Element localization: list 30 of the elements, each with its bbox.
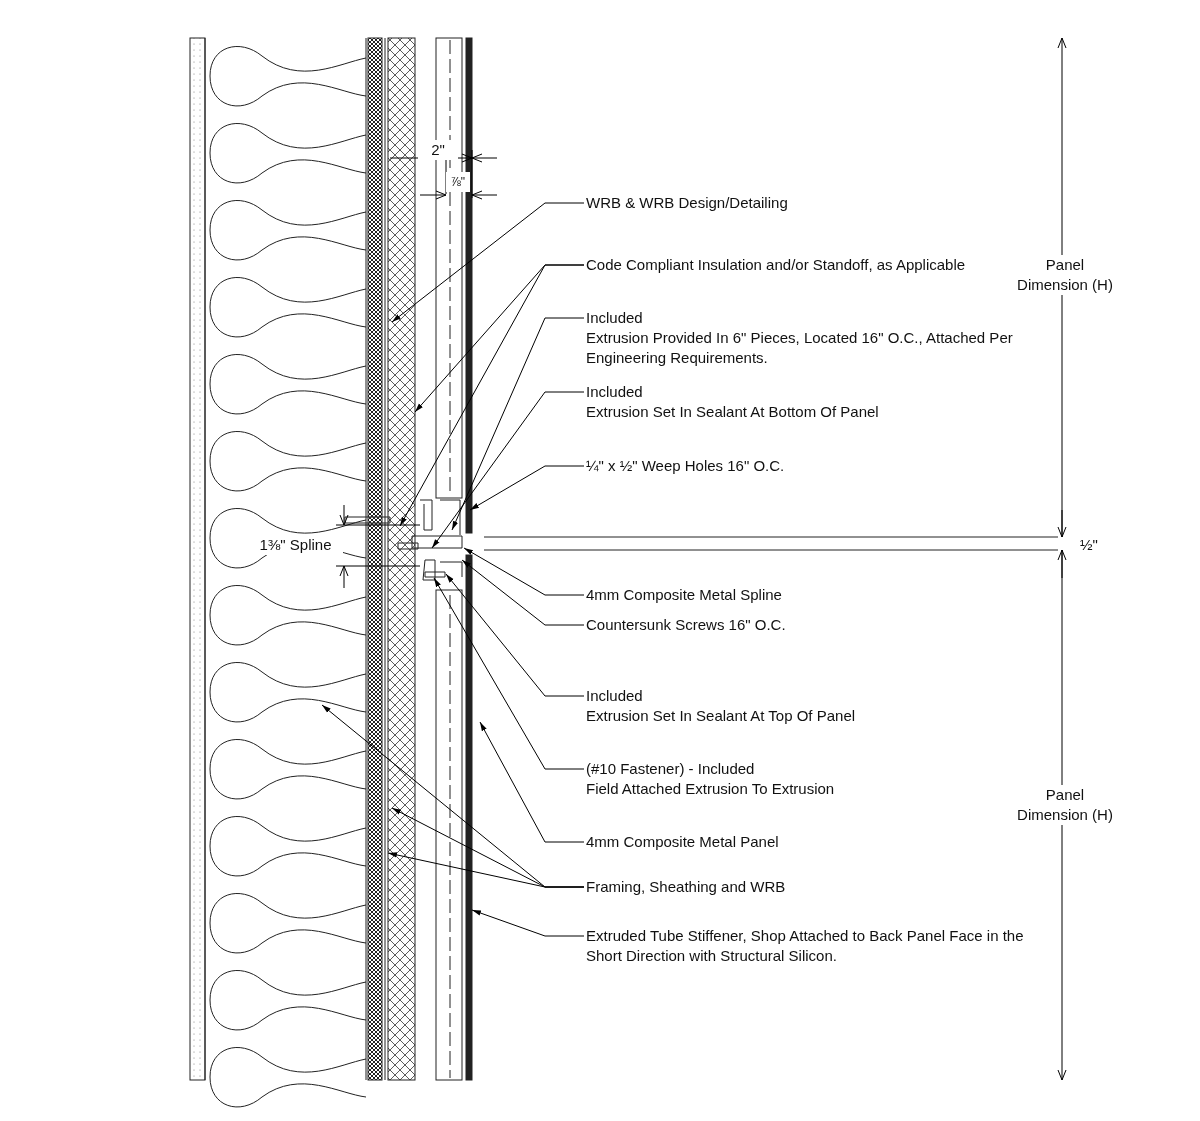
- callout-text: Extrusion Provided In 6" Pieces, Located 16" O.C., Attached Per Engineering Requirements.: [586, 328, 1014, 368]
- leader-line: [387, 852, 585, 888]
- callout-text: Extrusion Set In Sealant At Top Of Panel: [586, 706, 856, 726]
- callout-text: 4mm Composite Metal Panel: [586, 832, 779, 852]
- leader-line: [469, 465, 585, 511]
- callout-text: WRB & WRB Design/Detailing: [586, 193, 788, 213]
- callout-text: Countersunk Screws 16" O.C.: [586, 615, 786, 635]
- dimension-label: ⅞": [446, 172, 470, 192]
- callout-text: Extrusion Set In Sealant At Bottom Of Panel: [586, 402, 879, 422]
- leader-line: [451, 317, 585, 531]
- leader-line: [391, 202, 585, 323]
- leader-line: [479, 721, 585, 843]
- leader-line: [433, 577, 585, 770]
- leader-line: [461, 559, 585, 626]
- callout-heading: Included: [586, 308, 644, 328]
- leader-line: [463, 547, 585, 596]
- callout-heading: Included: [586, 382, 644, 402]
- callout-text: 4mm Composite Metal Spline: [586, 585, 782, 605]
- leader-line: [431, 391, 585, 549]
- callout-heading: Included: [586, 686, 644, 706]
- leader-line: [399, 264, 585, 527]
- leader-line: [471, 909, 585, 937]
- dimension-label: 2": [418, 140, 458, 160]
- callout-text: Framing, Sheathing and WRB: [586, 877, 786, 897]
- callout-text: Code Compliant Insulation and/or Standoff, as Applicable: [586, 255, 966, 275]
- callout-text: Extruded Tube Stiffener, Shop Attached to Back Panel Face in the Short Direction with Structural Silicon.: [586, 926, 1036, 966]
- callout-text: Field Attached Extrusion To Extrusion: [586, 779, 835, 799]
- callout-text: ¼" x ½" Weep Holes 16" O.C.: [586, 456, 785, 476]
- callout-heading: (#10 Fastener) - Included: [586, 759, 756, 779]
- leader-line: [445, 573, 585, 697]
